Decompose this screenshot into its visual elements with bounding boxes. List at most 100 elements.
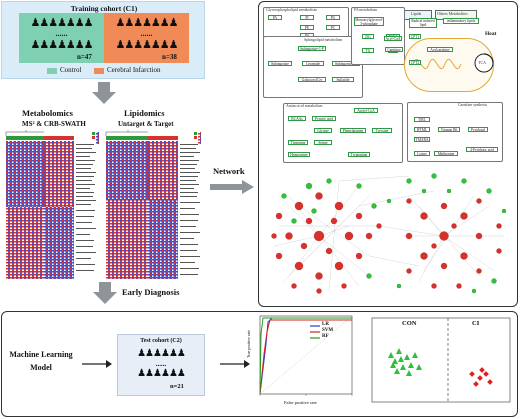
- right-arrow-icon: [210, 180, 254, 194]
- scatter-ci-label: CI: [472, 320, 480, 327]
- node-sphingosine: Sphingosine: [268, 61, 292, 66]
- node-glycine: Glycine: [314, 128, 332, 133]
- control-count: n=47: [77, 53, 92, 61]
- node-pyruvic-acid: Pyruvic acid: [312, 116, 336, 121]
- control-people-row-2: ♟♟♟♟♟♟♟: [30, 39, 93, 51]
- legend-lipids-label: Lipids: [411, 11, 422, 16]
- down-arrow-icon: [93, 282, 117, 304]
- inflammatory-lipids-box: inflammatory lipids: [443, 18, 479, 24]
- test-dots: ......: [155, 360, 167, 368]
- ml-title-line1: Machine Learning: [9, 350, 73, 359]
- infarction-dots: ......: [140, 29, 153, 38]
- node-bcaas: BCAAs: [288, 116, 306, 121]
- carnitine-synthesis-label: Carnitine synthesis: [458, 103, 488, 107]
- scores-scatter-plot: [371, 317, 511, 403]
- fa-metabolism-label: FA metabolism: [354, 8, 378, 12]
- node-lysine: Lysine: [414, 151, 430, 156]
- amino-acid-group: Amino acid metabolism BCAAs Pyruvic acid…: [283, 103, 403, 163]
- node-cpt2: CPT2: [409, 60, 421, 65]
- heat-label: Heat: [485, 31, 497, 37]
- amino-acid-label: Amino acid metabolism: [286, 104, 323, 108]
- roc-xlabel: False positive rate: [284, 400, 317, 405]
- node-tryptophan: Tryptophan: [348, 152, 370, 157]
- radical-lipid-box: Radical induced lipid: [409, 18, 437, 28]
- training-cohort-title: Training cohort (C1): [70, 4, 138, 13]
- test-people-row-1: ♟♟♟♟♟♟: [137, 348, 186, 359]
- node-tg: TG: [362, 48, 374, 53]
- infarction-group-box: ♟♟♟♟♟♟♟ ...... ♟♟♟♟♟♟♟ n=38: [104, 13, 189, 63]
- node-tml: TML: [414, 117, 430, 122]
- lipidomics-subtitle: Untarget & Target: [118, 120, 174, 128]
- node-cpt1: CPT1: [409, 34, 421, 39]
- glycerophospholipid-group: Glycerophospholipid metabolism PA PI PG …: [263, 7, 349, 39]
- node-pe: PE: [300, 25, 314, 30]
- node-tmaba: TMABA: [414, 137, 430, 142]
- node-phenylalanine: Phenylalanine: [340, 128, 366, 133]
- network-label: Network: [213, 166, 245, 176]
- arrow-to-results-icon: [220, 360, 250, 368]
- legend-control-swatch: [47, 68, 57, 74]
- control-group-box: ♟♟♟♟♟♟♟ ...... ♟♟♟♟♟♟♟ n=47: [19, 13, 104, 63]
- node-pc: PC: [326, 25, 340, 30]
- roc-legend-lr: LR: [322, 322, 329, 327]
- test-people-row-2: ♟♟♟♟♟♟: [137, 368, 186, 379]
- node-tyrosine: Tyrosine: [372, 128, 392, 133]
- sphingolipid-group: Sphingolipid metabolism Sphingosine-1-P …: [263, 36, 363, 98]
- test-cohort-box: Test cohort (C2) ♟♟♟♟♟♟ ...... ♟♟♟♟♟♟ n=…: [117, 334, 205, 396]
- roc-line-svm: [259, 319, 352, 395]
- mitochondrion-cristae: [412, 58, 462, 70]
- tca-cycle-icon: [474, 53, 494, 73]
- legend-others-label: Others Metabolites: [437, 11, 468, 16]
- metabolomics-subtitle: MS² & CRB-SWATH: [22, 120, 86, 128]
- node-acetyl-coa: Acetyl-CoA: [354, 108, 378, 113]
- node-s1p: Sphingosine-1-P: [298, 46, 326, 51]
- node-ceramide: Ceramide: [302, 61, 324, 66]
- infarction-people-row-2: ♟♟♟♟♟♟♟: [115, 39, 178, 51]
- legend-infarction-label: Cerebral Infarction: [107, 66, 161, 74]
- node-methionine: Methionine: [434, 151, 458, 156]
- metabolomics-title: Metabolomics: [22, 108, 73, 118]
- node-carnitine: Carnitine: [385, 47, 403, 52]
- roc-legend-rf: RF: [322, 334, 329, 339]
- node-dg: DG: [362, 34, 374, 39]
- infarction-people-row-1: ♟♟♟♟♟♟♟: [115, 17, 178, 29]
- legend-infarction-swatch: [94, 68, 104, 74]
- roc-legend-svm: SVM: [322, 328, 334, 333]
- node-galactosylcer: GalactosylCer: [298, 77, 326, 82]
- infarction-count: n=38: [162, 53, 177, 61]
- carnitine-synthesis-group: Carnitine synthesis TML HTML TMABA Vitam…: [407, 102, 503, 162]
- node-pa: PA: [268, 15, 282, 20]
- node-html: HTML: [414, 127, 430, 132]
- node-homoserine: Homoserine: [288, 152, 310, 157]
- sphingolipid-label: Sphingolipid metabolism: [304, 38, 343, 42]
- node-pi: PI: [300, 15, 314, 20]
- scatter-con-label: CON: [402, 320, 417, 327]
- node-mag3p: Monoacylglycerol-3-phosphate: [354, 17, 384, 26]
- node-pyridoxic-acid: 4-Pyridoxic acid: [466, 147, 498, 152]
- metabolomics-heatmap: [5, 130, 99, 279]
- control-people-row-1: ♟♟♟♟♟♟♟: [30, 17, 93, 29]
- arrow-to-test-icon: [82, 360, 112, 368]
- lipidomics-title: Lipidomics: [124, 108, 165, 118]
- node-threonine: Threonine: [288, 140, 308, 145]
- network-panel: Lipids Others Metabolites Glycerophospho…: [258, 1, 518, 307]
- tca-label: TCA: [478, 60, 486, 65]
- node-acyl-coa: Acyl-CoA: [384, 36, 402, 41]
- metabolite-network-graph: [271, 173, 507, 294]
- roc-line-rf: [259, 317, 352, 395]
- control-dots: ......: [55, 29, 68, 38]
- node-acylcarnitine: Acylcarnitine: [427, 47, 453, 52]
- test-cohort-title: Test cohort (C2): [140, 338, 182, 344]
- glycerophospholipid-label: Glycerophospholipid metabolism: [266, 8, 317, 12]
- early-diagnosis-label: Early Diagnosis: [122, 287, 180, 297]
- training-cohort-panel: Training cohort (C1) ♟♟♟♟♟♟♟ ...... ♟♟♟♟…: [1, 1, 205, 79]
- lipidomics-heatmap: [105, 130, 201, 279]
- node-vitamin-b6: Vitamin B6: [438, 127, 460, 132]
- ml-title-line2: Model: [30, 363, 52, 372]
- machine-learning-panel: Machine Learning Model Test cohort (C2) …: [1, 311, 518, 417]
- roc-ylabel: True positive rate: [246, 329, 251, 358]
- node-serine: Serine: [314, 140, 332, 145]
- legend-control-label: Control: [60, 66, 82, 74]
- node-pg: PG: [326, 15, 340, 20]
- roc-chart: [259, 315, 353, 396]
